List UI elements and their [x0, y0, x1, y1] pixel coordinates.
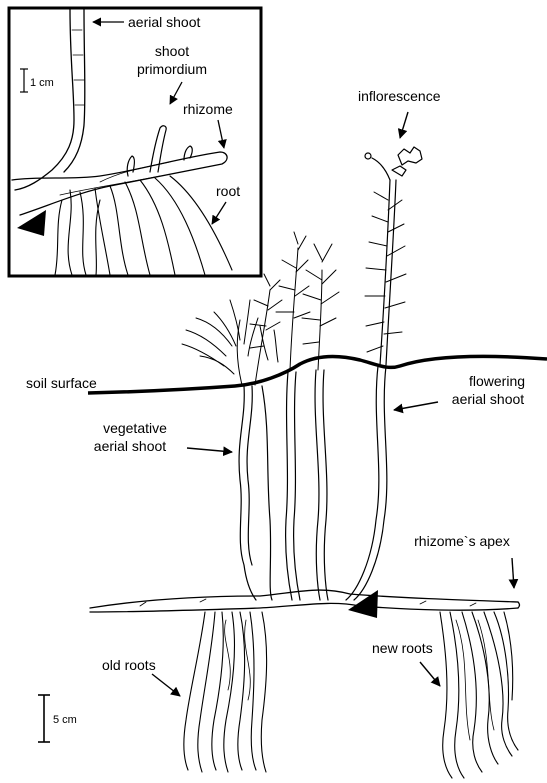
arrow-flowering-aerial-shoot: [394, 402, 438, 410]
arrow-old-roots: [152, 674, 180, 696]
label-soil-surface: soil surface: [26, 375, 97, 391]
flowering-shoot-drawing: [365, 147, 422, 365]
old-roots-drawing: [184, 612, 267, 772]
label-vegetative-aerial-shoot: aerial shoot: [94, 438, 166, 454]
inset-label-rhizome: rhizome: [183, 101, 233, 117]
inset-panel: 1 cm aerial shoot shoot primordium rhizo…: [9, 8, 261, 276]
arrow-inflorescence: [400, 112, 408, 138]
label-flowering: flowering: [469, 373, 525, 389]
inset-label-aerial-shoot: aerial shoot: [128, 14, 200, 30]
inset-label-primordium: primordium: [137, 61, 207, 77]
new-roots-drawing: [440, 612, 518, 778]
label-flowering-aerial-shoot: aerial shoot: [452, 391, 524, 407]
main-scale-bar: [38, 695, 50, 742]
label-old-roots: old roots: [102, 657, 156, 673]
underground-stems-drawing: [239, 366, 387, 600]
main-rhizome-drawing: [90, 590, 520, 612]
main-scale-text: 5 cm: [53, 714, 77, 726]
arrow-rhizome-apex: [512, 558, 514, 588]
inset-scale-text: 1 cm: [30, 77, 54, 89]
label-rhizome-apex: rhizome`s apex: [414, 533, 510, 549]
label-inflorescence: inflorescence: [358, 88, 441, 104]
label-new-roots: new roots: [372, 640, 433, 656]
inset-label-shoot: shoot: [155, 43, 189, 59]
arrow-new-roots: [420, 662, 440, 686]
inset-label-root: root: [216, 183, 240, 199]
label-vegetative: vegetative: [103, 420, 167, 436]
arrow-vegetative-aerial-shoot: [187, 448, 232, 452]
